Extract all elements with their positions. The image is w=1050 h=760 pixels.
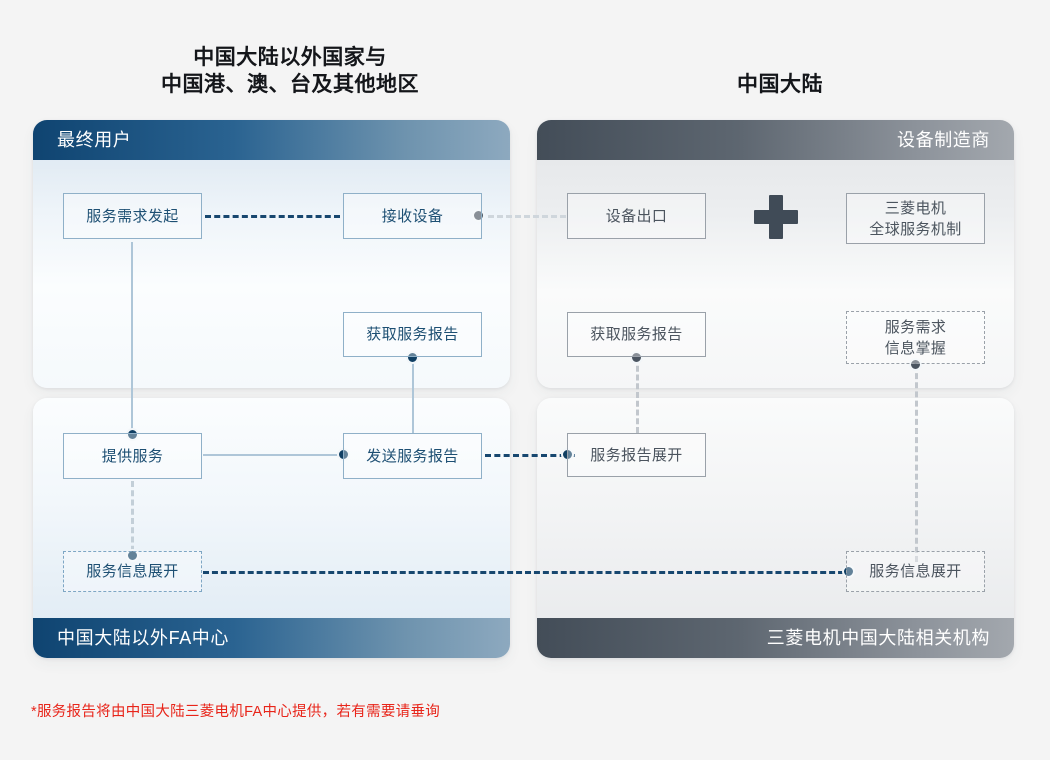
node-info-expand-right[interactable]: 服务信息展开 xyxy=(846,551,985,592)
dot-get-report-left-bottom xyxy=(406,351,419,364)
connector-provide-to-send xyxy=(203,454,343,456)
node-equipment-export[interactable]: 设备出口 xyxy=(567,193,706,239)
node-demand-info-line2: 信息掌握 xyxy=(884,339,947,357)
connector-receive-to-export xyxy=(488,215,566,218)
bar-overseas-fa-center: 中国大陆以外FA中心 xyxy=(33,618,510,658)
connector-getreport-to-sendreport xyxy=(412,357,414,433)
dot-info-expand-right-left xyxy=(842,565,855,578)
connector-provide-to-infoexpand xyxy=(131,481,134,561)
node-receive-equipment[interactable]: 接收设备 xyxy=(343,193,482,239)
column-title-overseas-line1: 中国大陆以外国家与 xyxy=(193,46,387,69)
panel-equipment-manufacturer xyxy=(537,120,1014,388)
node-demand-info-line1: 服务需求 xyxy=(884,318,947,336)
column-title-overseas: 中国大陆以外国家与 中国港、澳、台及其他地区 xyxy=(55,44,525,98)
node-provide-service[interactable]: 提供服务 xyxy=(63,433,202,479)
connector-infoexpand-left-to-right xyxy=(203,571,853,574)
node-get-report-right[interactable]: 获取服务报告 xyxy=(567,312,706,357)
node-send-report[interactable]: 发送服务报告 xyxy=(343,433,482,479)
dot-demand-info-bottom xyxy=(909,358,922,371)
node-get-report-left[interactable]: 获取服务报告 xyxy=(343,312,482,357)
panel-end-user xyxy=(33,120,510,388)
plus-icon xyxy=(754,195,798,239)
connector-send-to-report-expand xyxy=(485,454,575,457)
bar-equipment-manufacturer: 设备制造商 xyxy=(537,120,1014,160)
column-title-overseas-line2: 中国港、澳、台及其他地区 xyxy=(161,73,419,96)
column-title-mainland: 中国大陆 xyxy=(737,73,823,96)
connector-request-to-receive xyxy=(205,215,340,218)
node-mitsubishi-global-service-line1: 三菱电机 xyxy=(884,199,947,217)
dot-info-expand-left-top xyxy=(126,549,139,562)
node-demand-info[interactable]: 服务需求 信息掌握 xyxy=(846,311,985,364)
footnote-text: *服务报告将由中国大陆三菱电机FA中心提供，若有需要请垂询 xyxy=(31,704,441,720)
node-mitsubishi-global-service[interactable]: 三菱电机 全球服务机制 xyxy=(846,193,985,244)
node-service-request[interactable]: 服务需求发起 xyxy=(63,193,202,239)
connector-demandinfo-to-infoexpand xyxy=(915,364,918,562)
node-info-expand-left[interactable]: 服务信息展开 xyxy=(63,551,202,592)
panel-mitsubishi-mainland-org xyxy=(537,398,1014,658)
dot-provide-service-top xyxy=(126,428,139,441)
panel-overseas-fa-center xyxy=(33,398,510,658)
bar-end-user: 最终用户 xyxy=(33,120,510,160)
node-mitsubishi-global-service-line2: 全球服务机制 xyxy=(869,220,962,238)
bar-mitsubishi-mainland-org: 三菱电机中国大陆相关机构 xyxy=(537,618,1014,658)
connector-request-to-provide xyxy=(131,242,133,433)
connector-right-getreport-to-expand xyxy=(636,357,639,433)
node-report-expand[interactable]: 服务报告展开 xyxy=(567,433,706,477)
dot-get-report-right-bottom xyxy=(630,351,643,364)
